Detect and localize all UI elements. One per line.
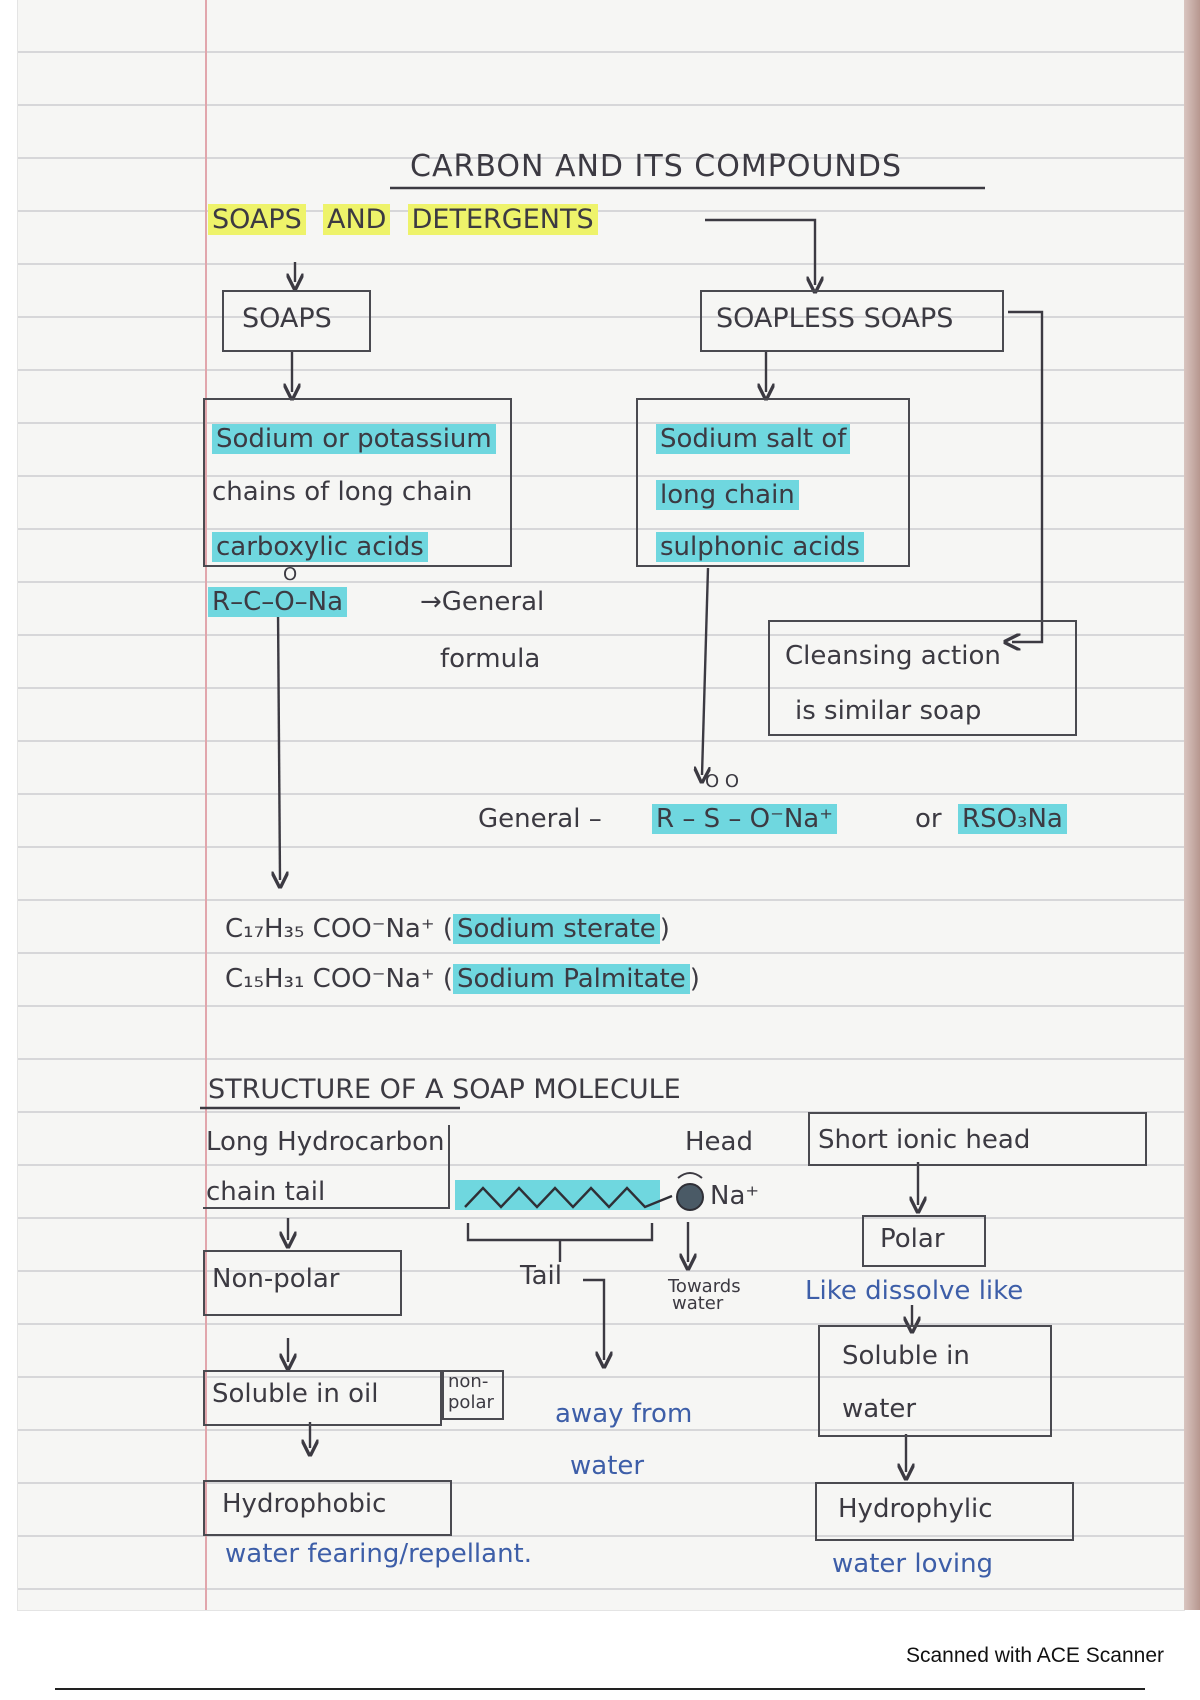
- structure-heading: STRUCTURE OF A SOAP MOLECULE: [208, 1074, 681, 1105]
- soapless-def-line-2: long chain: [656, 480, 799, 510]
- soluble-in-water-box: [818, 1325, 1052, 1437]
- soluble-in-oil-label: Soluble in oil: [212, 1379, 379, 1409]
- general-formula-label-2: formula: [440, 644, 541, 674]
- example-1-formula: C₁₇H₃₅ COO⁻Na⁺: [225, 914, 435, 944]
- soaps-box-label: SOAPS: [242, 303, 332, 334]
- na-ion-label: Na⁺: [710, 1181, 760, 1211]
- cleansing-line-2: is similar soap: [795, 696, 982, 726]
- away-from-water-2: water: [570, 1451, 645, 1481]
- non-polar-label: Non-polar: [212, 1264, 340, 1294]
- tail-label-line-1: Long Hydrocarbon: [206, 1127, 445, 1157]
- carbonyl-oxygen: O: [283, 564, 298, 585]
- hydrophylic-label: Hydrophylic: [838, 1494, 993, 1524]
- detergent-formula-alt: RSO₃Na: [958, 804, 1067, 834]
- example-2-name: Sodium Palmitate: [453, 964, 690, 994]
- soaps-def-line-1: Sodium or potassium: [212, 424, 496, 454]
- soapless-definition-box: [636, 398, 910, 567]
- soaps-def-line-3: carboxylic acids: [212, 532, 428, 562]
- soluble-in-water-1: Soluble in: [842, 1341, 970, 1371]
- soapless-soaps-box: [700, 290, 1004, 352]
- soaps-def-line-2: chains of long chain: [212, 477, 473, 507]
- hydrophylic-note: water loving: [832, 1549, 994, 1579]
- heading-soaps-and-detergents: SOAPS AND DETERGENTS: [208, 204, 598, 235]
- soapless-def-line-1: Sodium salt of: [656, 424, 851, 454]
- tail-word: Tail: [520, 1261, 562, 1291]
- page-edge: [1184, 0, 1200, 1610]
- cleansing-line-1: Cleansing action: [785, 641, 1001, 671]
- detergent-general-formula: R – S – O⁻Na⁺: [652, 804, 837, 834]
- soaps-definition-box: [203, 398, 512, 567]
- example-1-name: Sodium sterate: [453, 914, 660, 944]
- short-ionic-head-label: Short ionic head: [818, 1125, 1031, 1155]
- heading-detergents: DETERGENTS: [407, 204, 598, 235]
- heading-and: AND: [322, 204, 391, 235]
- sulphur-oxygens: O O: [705, 771, 740, 792]
- general-formula-label-1: →General: [420, 587, 545, 617]
- non-polar-note-box: [442, 1370, 504, 1420]
- heading-soaps: SOAPS: [208, 204, 306, 235]
- polar-label: Polar: [880, 1224, 945, 1254]
- example-1: C₁₇H₃₅ COO⁻Na⁺ (Sodium sterate): [225, 914, 670, 944]
- short-ionic-head-box: [808, 1112, 1147, 1166]
- hydrophobic-label: Hydrophobic: [222, 1489, 387, 1519]
- soapless-soaps-box-label: SOAPLESS SOAPS: [716, 303, 954, 334]
- example-2-formula: C₁₅H₃₁ COO⁻Na⁺: [225, 964, 435, 994]
- cleansing-action-box: [768, 620, 1077, 736]
- detergent-or: or: [915, 804, 942, 834]
- away-from-water-1: away from: [555, 1399, 693, 1429]
- non-polar-note-1: non-: [448, 1371, 489, 1392]
- page-title: CARBON AND ITS COMPOUNDS: [410, 149, 903, 184]
- head-label: Head: [685, 1127, 753, 1157]
- hydrophobic-note: water fearing/repellant.: [225, 1539, 533, 1569]
- margin-line: [205, 0, 207, 1610]
- soluble-in-oil-box: [203, 1370, 442, 1426]
- soluble-in-water-2: water: [842, 1394, 917, 1424]
- detergent-general-label: General –: [478, 804, 602, 834]
- scanner-watermark: Scanned with ACE Scanner: [906, 1644, 1164, 1667]
- like-dissolve-like: Like dissolve like: [805, 1276, 1024, 1306]
- towards-water-2: water: [672, 1293, 724, 1314]
- example-2: C₁₅H₃₁ COO⁻Na⁺ (Sodium Palmitate): [225, 964, 700, 994]
- hydrophylic-box: [815, 1482, 1074, 1541]
- towards-water-1: Towards: [668, 1276, 741, 1297]
- soaps-box: [222, 290, 371, 352]
- tail-label-line-2: chain tail: [206, 1177, 326, 1207]
- footer-rule: [55, 1688, 1145, 1690]
- tail-label-box: [203, 1125, 450, 1209]
- polar-box: [862, 1215, 986, 1267]
- hydrophobic-box: [203, 1480, 452, 1536]
- soap-general-formula: R–C–O–Na: [208, 587, 348, 617]
- non-polar-box: [203, 1250, 402, 1316]
- soapless-def-line-3: sulphonic acids: [656, 532, 864, 562]
- non-polar-note-2: polar: [448, 1392, 494, 1413]
